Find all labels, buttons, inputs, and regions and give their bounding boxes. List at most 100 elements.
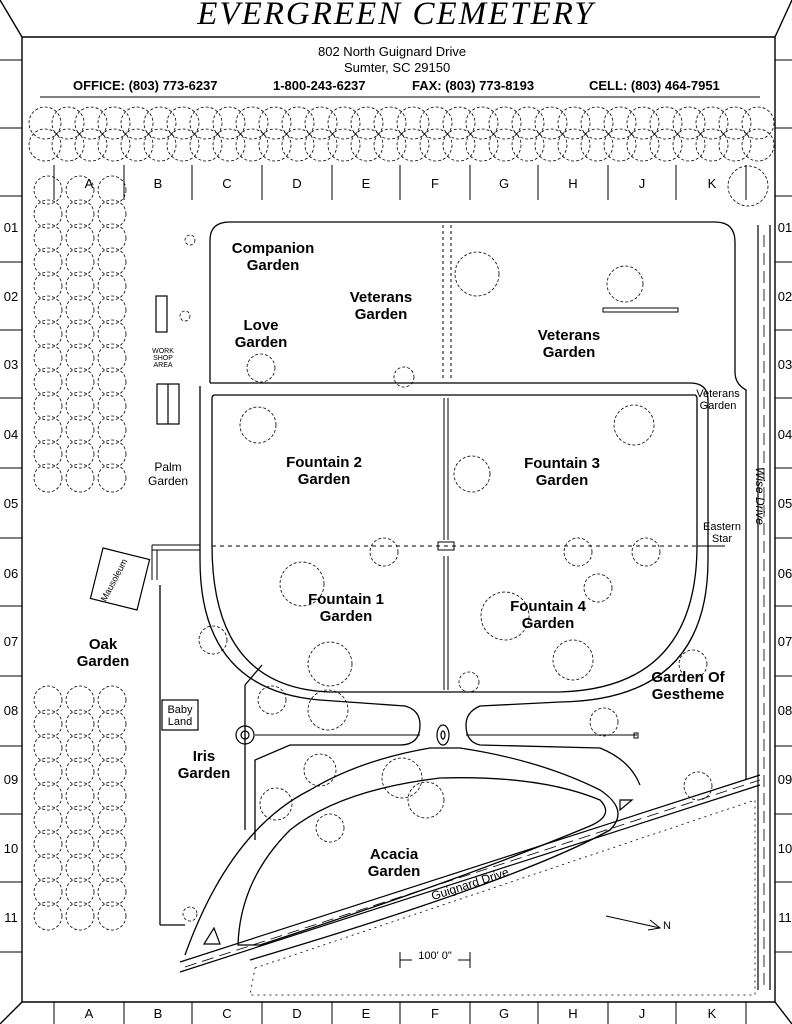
- address-line-2: Sumter, SC 29150: [344, 60, 451, 75]
- tree-icon: [315, 813, 345, 843]
- tree-icon: [189, 128, 223, 162]
- road-markers: [202, 799, 634, 945]
- tree-icon: [65, 175, 95, 205]
- row-grid-right: [775, 59, 792, 953]
- tree-icon: [65, 439, 95, 469]
- tree-icon: [198, 625, 228, 655]
- tree-icon: [606, 265, 644, 303]
- tree-icon: [97, 247, 127, 277]
- tree-icon: [235, 106, 269, 140]
- tree-icon: [488, 106, 522, 140]
- tree-icon: [511, 128, 545, 162]
- tree-icon: [97, 415, 127, 445]
- tree-icon: [65, 733, 95, 763]
- tree-icon: [184, 234, 196, 246]
- tree-icon: [33, 853, 63, 883]
- address-line-1: 802 North Guignard Drive: [318, 44, 467, 59]
- fountain-3-garden-label: Fountain 3 Garden: [524, 455, 600, 489]
- tree-icon: [603, 106, 637, 140]
- col-label-top-e: E: [361, 176, 371, 191]
- row-label-right-04: 04: [777, 427, 792, 442]
- tree-icon: [33, 877, 63, 907]
- row-label-left-11: 11: [4, 910, 18, 925]
- tree-icon: [51, 106, 85, 140]
- tree-icon: [257, 685, 287, 715]
- tree-icon: [65, 415, 95, 445]
- tree-icon: [235, 128, 269, 162]
- row-label-left-01: 01: [3, 220, 19, 235]
- tree-icon: [74, 128, 108, 162]
- col-label-top-h: H: [568, 176, 578, 191]
- tree-icon: [33, 391, 63, 421]
- veterans-garden-large-label: Veterans Garden: [537, 327, 601, 361]
- tree-icon: [454, 251, 500, 297]
- tree-icon: [97, 709, 127, 739]
- col-label-top-j: J: [638, 176, 646, 191]
- row-label-right-03: 03: [777, 357, 792, 372]
- tree-icon: [613, 404, 655, 446]
- tree-icon: [259, 787, 293, 821]
- tree-icon: [65, 877, 95, 907]
- veterans-garden-corner-label: Veterans Garden: [696, 388, 740, 412]
- north-arrow-icon: [605, 915, 662, 931]
- tree-icon: [304, 128, 338, 162]
- fax-number: FAX: (803) 773-8193: [412, 78, 535, 93]
- tree-icon: [465, 106, 499, 140]
- tree-icon: [97, 223, 127, 253]
- iris-garden-label: Iris Garden: [177, 748, 231, 782]
- tree-icon: [396, 128, 430, 162]
- tree-icon: [33, 175, 63, 205]
- tree-icon: [65, 247, 95, 277]
- tree-icon: [166, 106, 200, 140]
- center-paths: [151, 225, 725, 739]
- guignard-drive-road: [179, 774, 761, 973]
- tree-icon: [143, 128, 177, 162]
- tree-icon: [672, 128, 706, 162]
- tree-icon: [419, 106, 453, 140]
- tree-icon: [373, 128, 407, 162]
- tree-icon: [672, 106, 706, 140]
- hatched-lot: [249, 799, 756, 996]
- col-label-bottom-j: J: [638, 1006, 646, 1021]
- tree-icon: [381, 757, 423, 799]
- tree-icon: [28, 128, 62, 162]
- row-label-left-03: 03: [3, 357, 19, 372]
- row-label-left-02: 02: [3, 289, 19, 304]
- row-grid-left: [0, 59, 22, 953]
- tree-icon: [589, 707, 619, 737]
- tree-icon: [65, 805, 95, 835]
- col-label-bottom-b: B: [153, 1006, 163, 1021]
- row-label-left-04: 04: [3, 427, 19, 442]
- tree-icon: [97, 343, 127, 373]
- tree-icon: [718, 128, 752, 162]
- cell-number: CELL: (803) 464-7951: [589, 78, 720, 93]
- col-label-bottom-f: F: [431, 1006, 439, 1021]
- tree-icon: [65, 709, 95, 739]
- fountain-2-garden-label: Fountain 2 Garden: [286, 454, 362, 488]
- row-label-right-05: 05: [777, 496, 792, 511]
- tree-icon: [65, 685, 95, 715]
- tree-icon: [373, 106, 407, 140]
- tree-icon: [583, 573, 613, 603]
- col-label-top-g: G: [498, 176, 510, 191]
- tree-icon: [33, 367, 63, 397]
- tree-icon: [97, 757, 127, 787]
- row-label-right-01: 01: [777, 220, 792, 235]
- baby-land-label: Baby Land: [167, 704, 193, 728]
- tree-icon: [120, 106, 154, 140]
- tree-icon: [488, 128, 522, 162]
- tree-icon: [33, 343, 63, 373]
- tree-icon: [33, 901, 63, 931]
- tree-icon: [97, 367, 127, 397]
- tree-icon: [166, 128, 200, 162]
- office-phone: OFFICE: (803) 773-6237: [73, 78, 218, 93]
- tree-icon: [678, 649, 708, 679]
- tree-icon: [28, 106, 62, 140]
- tree-icon: [33, 733, 63, 763]
- north-label: N: [663, 920, 671, 932]
- tollfree-phone: 1-800-243-6237: [273, 78, 366, 93]
- tree-icon: [189, 106, 223, 140]
- tree-icon: [65, 319, 95, 349]
- tree-icon: [65, 901, 95, 931]
- row-label-left-06: 06: [3, 566, 19, 581]
